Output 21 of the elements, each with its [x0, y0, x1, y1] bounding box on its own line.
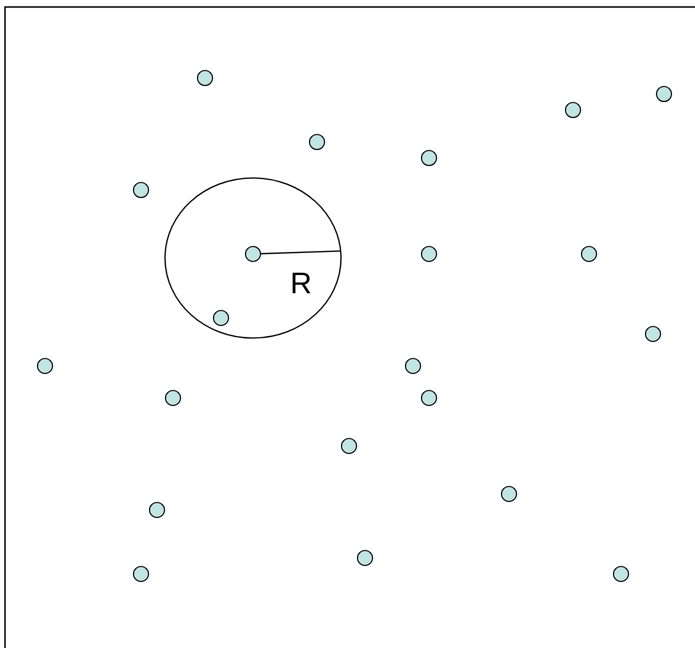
point-dot [564, 102, 582, 118]
point-dot [244, 246, 262, 262]
point-dot [132, 182, 150, 198]
point-dot [164, 390, 182, 406]
point-dot [132, 566, 150, 582]
point-dot [404, 358, 422, 374]
point-dot [420, 390, 438, 406]
point-dot [196, 70, 214, 86]
point-dot [356, 550, 374, 566]
point-dot [656, 86, 672, 102]
point-dot [212, 310, 230, 326]
point-dot [420, 246, 438, 262]
point-dot [580, 246, 598, 262]
point-dot [36, 358, 54, 374]
point-dot [340, 438, 358, 454]
point-dot [612, 566, 630, 582]
point-dot [148, 502, 166, 518]
point-dot [420, 150, 438, 166]
point-dot [644, 326, 662, 342]
point-dot [308, 134, 326, 150]
point-dot [500, 486, 518, 502]
